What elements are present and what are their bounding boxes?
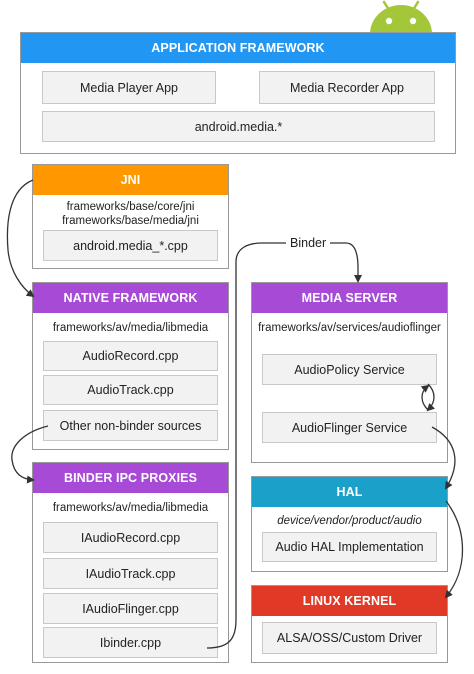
- android-media-cpp-box: android.media_*.cpp: [43, 230, 218, 261]
- audio-hal-implementation-box: Audio HAL Implementation: [262, 532, 437, 562]
- media-recorder-app-box: Media Recorder App: [259, 71, 435, 104]
- audio-flinger-service-box: AudioFlinger Service: [262, 412, 437, 443]
- binder-ipc-proxies-title: BINDER IPC PROXIES: [33, 463, 228, 493]
- jni-panel: JNI frameworks/base/core/jni frameworks/…: [32, 164, 229, 269]
- native-framework-panel: NATIVE FRAMEWORK frameworks/av/media/lib…: [32, 282, 229, 450]
- iaudio-flinger-cpp-box: IAudioFlinger.cpp: [43, 593, 218, 624]
- media-server-panel: MEDIA SERVER frameworks/av/services/audi…: [251, 282, 448, 463]
- application-framework-panel: APPLICATION FRAMEWORK Media Player App M…: [20, 32, 456, 154]
- audio-record-cpp-box: AudioRecord.cpp: [43, 341, 218, 371]
- other-non-binder-sources-box: Other non-binder sources: [43, 410, 218, 441]
- ibinder-cpp-box: Ibinder.cpp: [43, 627, 218, 658]
- iaudio-record-cpp-box: IAudioRecord.cpp: [43, 522, 218, 553]
- audio-track-cpp-box: AudioTrack.cpp: [43, 375, 218, 405]
- android-robot-icon: [370, 0, 432, 34]
- iaudio-track-cpp-box: IAudioTrack.cpp: [43, 558, 218, 589]
- audio-policy-service-box: AudioPolicy Service: [262, 354, 437, 385]
- media-player-app-box: Media Player App: [42, 71, 216, 104]
- binder-connector-label: Binder: [286, 236, 331, 250]
- arrow-jni-to-native-framework: [6, 179, 35, 298]
- alsa-oss-custom-driver-box: ALSA/OSS/Custom Driver: [262, 622, 437, 654]
- native-framework-title: NATIVE FRAMEWORK: [33, 283, 228, 313]
- hal-path: device/vendor/product/audio: [277, 515, 422, 527]
- arrow-binder-to-media-server: [330, 242, 362, 283]
- binder-ipc-proxies-path: frameworks/av/media/libmedia: [52, 502, 209, 514]
- jni-path-media: frameworks/base/media/jni: [62, 215, 199, 227]
- media-server-path: frameworks/av/services/audioflinger: [258, 322, 441, 334]
- media-server-title: MEDIA SERVER: [252, 283, 447, 313]
- linux-kernel-title: LINUX KERNEL: [252, 586, 447, 616]
- jni-title: JNI: [33, 165, 228, 195]
- binder-ipc-proxies-panel: BINDER IPC PROXIES frameworks/av/media/l…: [32, 462, 229, 663]
- native-framework-path: frameworks/av/media/libmedia: [52, 322, 209, 334]
- application-framework-title: APPLICATION FRAMEWORK: [21, 33, 455, 63]
- jni-path-core: frameworks/base/core/jni: [66, 201, 195, 213]
- hal-panel: HAL device/vendor/product/audio Audio HA…: [251, 476, 448, 572]
- hal-title: HAL: [252, 477, 447, 507]
- arrow-hal-to-kernel: [444, 500, 464, 599]
- linux-kernel-panel: LINUX KERNEL ALSA/OSS/Custom Driver: [251, 585, 448, 663]
- android-media-box: android.media.*: [42, 111, 435, 142]
- jni-path-list: frameworks/base/core/jni frameworks/base…: [33, 200, 228, 228]
